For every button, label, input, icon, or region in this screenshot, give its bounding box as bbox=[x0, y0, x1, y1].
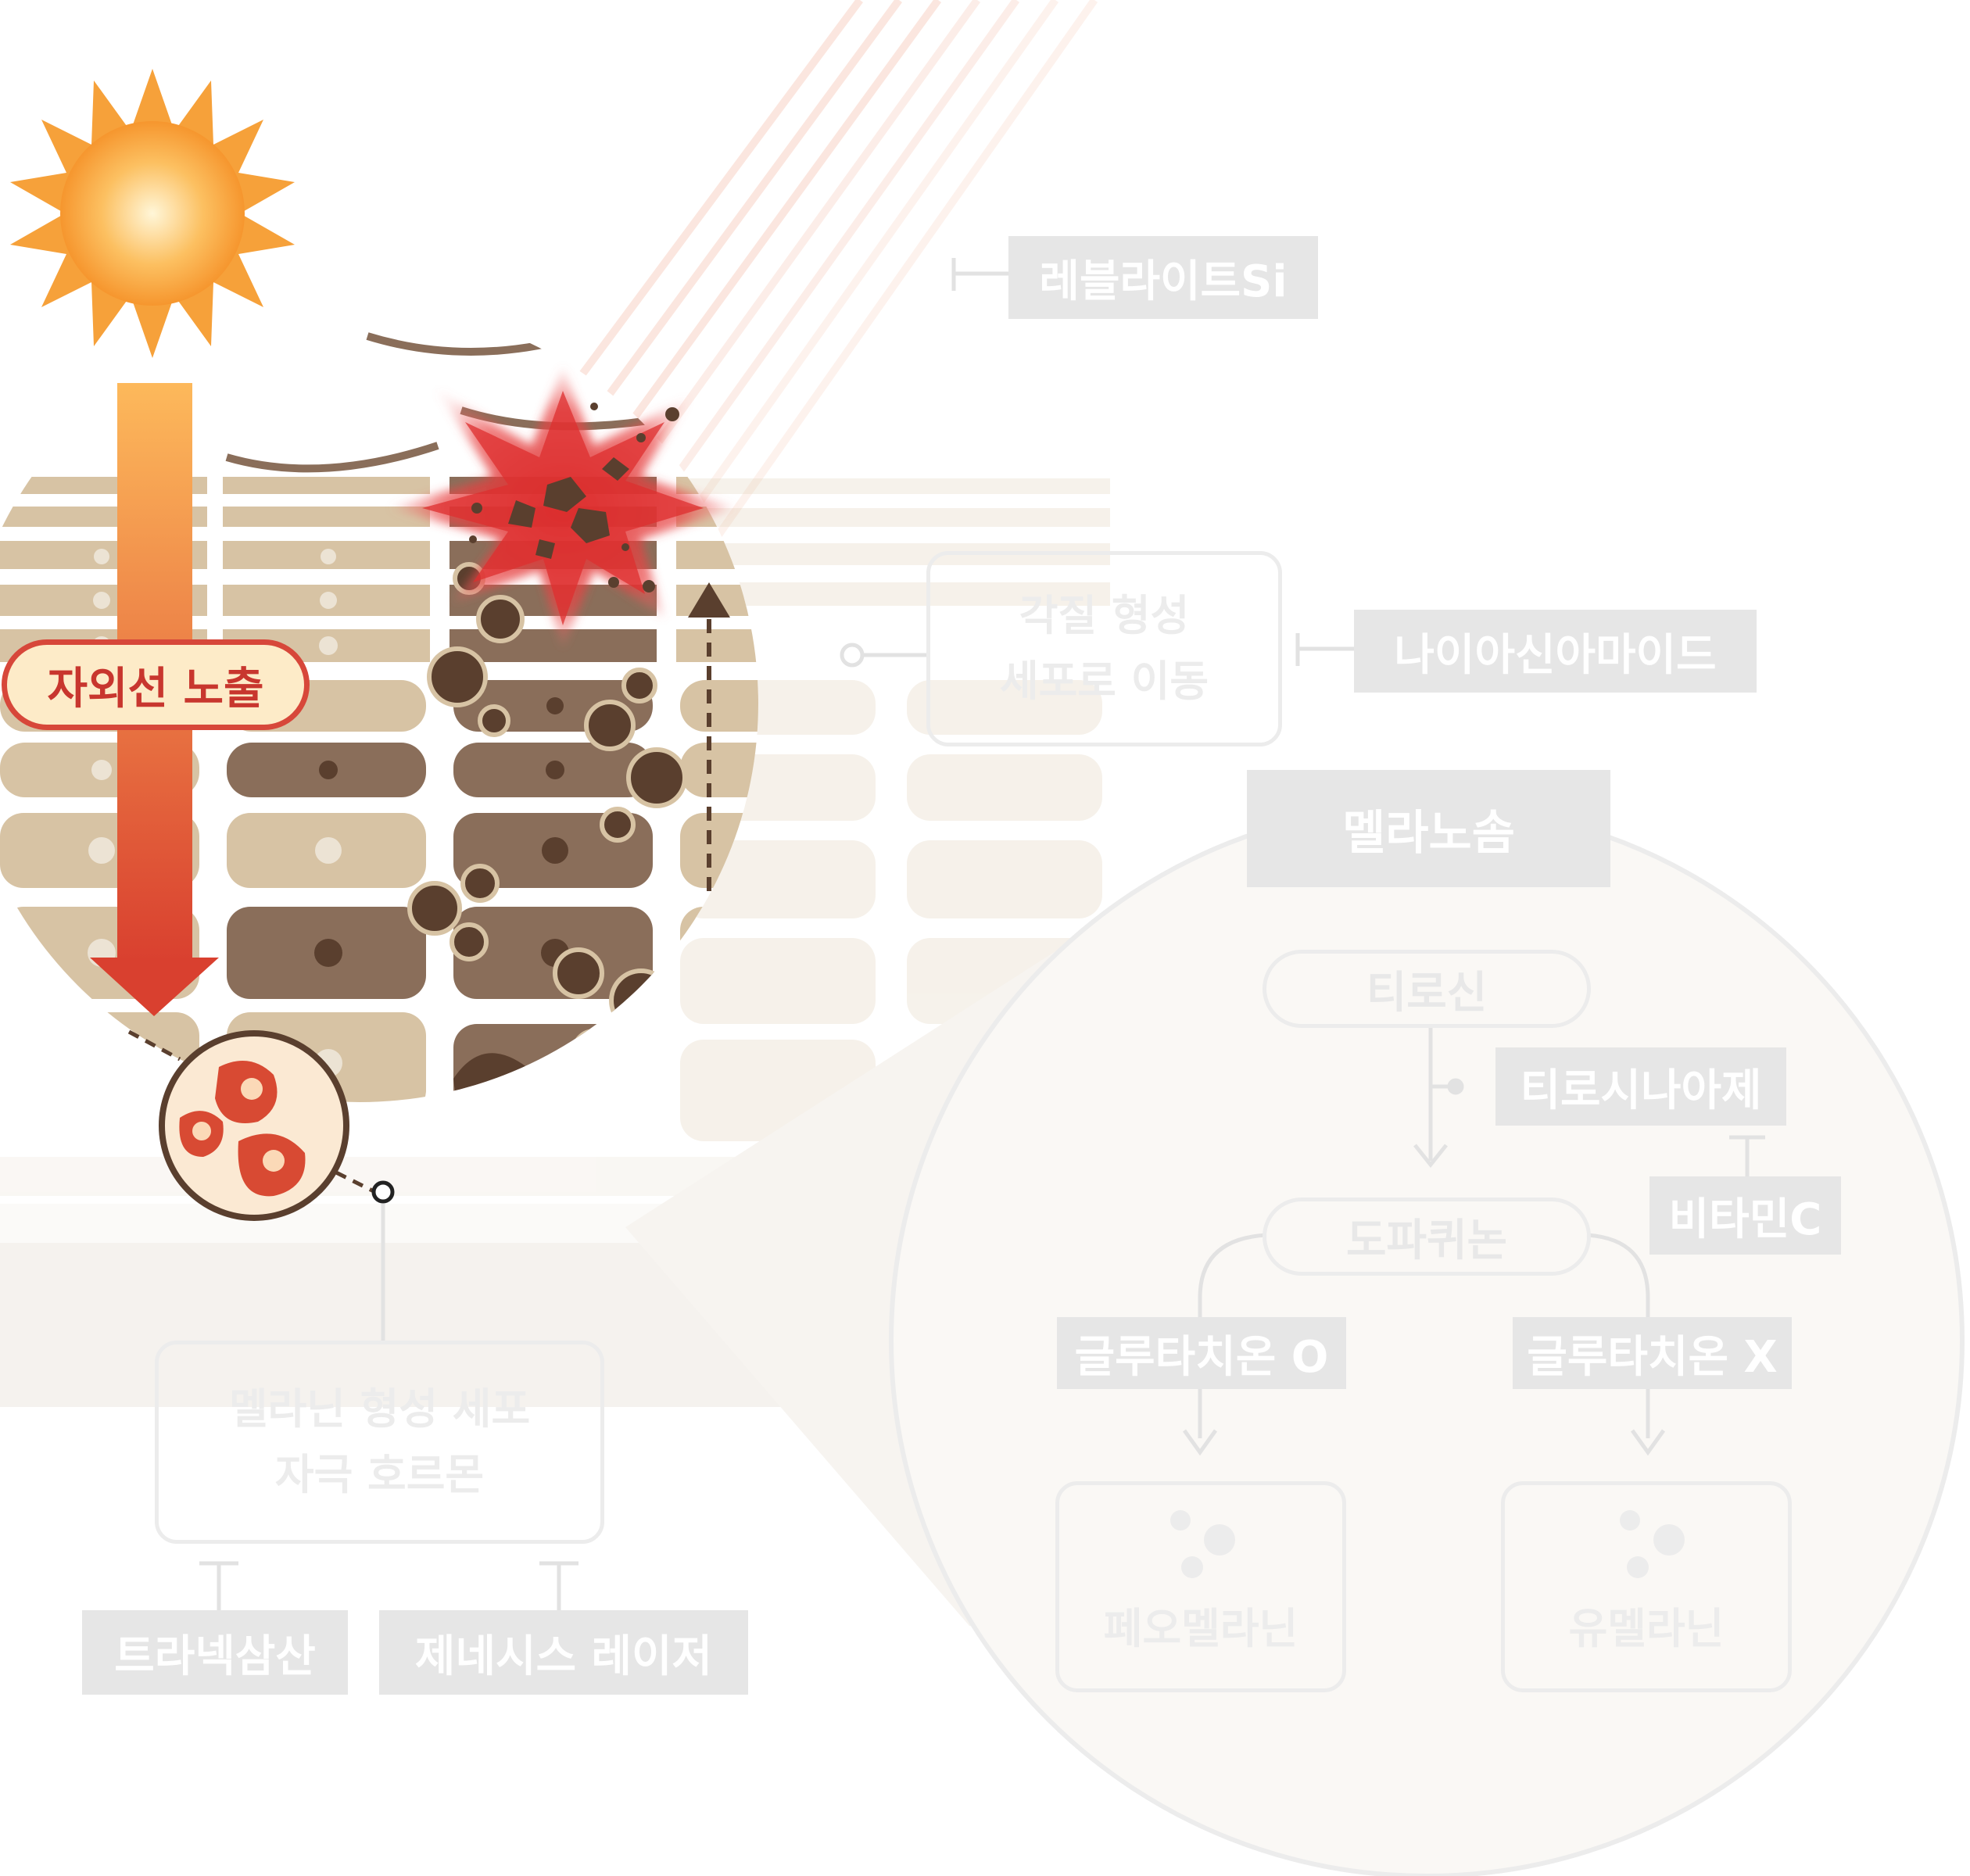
laser-reblite-tag: 레블라이트Si bbox=[1008, 236, 1318, 319]
tyrosinase-inhibitor-tag: 티로시나아제 bbox=[1495, 1047, 1786, 1126]
eumelanin-box: 유멜라닌 bbox=[1501, 1481, 1792, 1692]
tranexamic-acid-tag: 트라넥삼산 bbox=[82, 1610, 348, 1695]
keratinocyte-transfer-line2: 세포로 이동 bbox=[1000, 649, 1209, 714]
glutathione-o-tag: 글루타치온 O bbox=[1057, 1317, 1346, 1389]
tyrosine-pill: 티로신 bbox=[1263, 950, 1591, 1028]
melanosome-title: 멜라노솜 bbox=[1247, 770, 1610, 887]
niacinamide-tag: 나이아신아마이드 bbox=[1354, 610, 1757, 693]
keratinocyte-transfer-box: 각질 형성 세포로 이동 bbox=[926, 551, 1282, 746]
melanocyte-hormone-line1: 멜라닌 형성 세포 bbox=[229, 1377, 530, 1442]
vitamin-c-tag: 비타민C bbox=[1649, 1176, 1841, 1255]
pheomelanin-box: 페오멜라닌 bbox=[1055, 1481, 1346, 1692]
glutathione-x-tag: 글루타치온 X bbox=[1513, 1317, 1792, 1389]
genesis-laser-tag: 제네시스 레이저 bbox=[379, 1610, 748, 1695]
pheomelanin-label: 페오멜라닌 bbox=[1104, 1596, 1298, 1662]
uv-exposure-label: 자외선 노출 bbox=[2, 639, 310, 730]
keratinocyte-transfer-line1: 각질 형성 bbox=[1019, 583, 1190, 649]
melanocyte-hormone-line2: 자극 호르몬 bbox=[275, 1442, 484, 1508]
sun-icon bbox=[10, 69, 295, 358]
melanocyte-hormone-box: 멜라닌 형성 세포 자극 호르몬 bbox=[155, 1341, 604, 1544]
eumelanin-label: 유멜라닌 bbox=[1569, 1596, 1725, 1662]
dopaquinone-pill: 도파퀴논 bbox=[1263, 1198, 1591, 1276]
